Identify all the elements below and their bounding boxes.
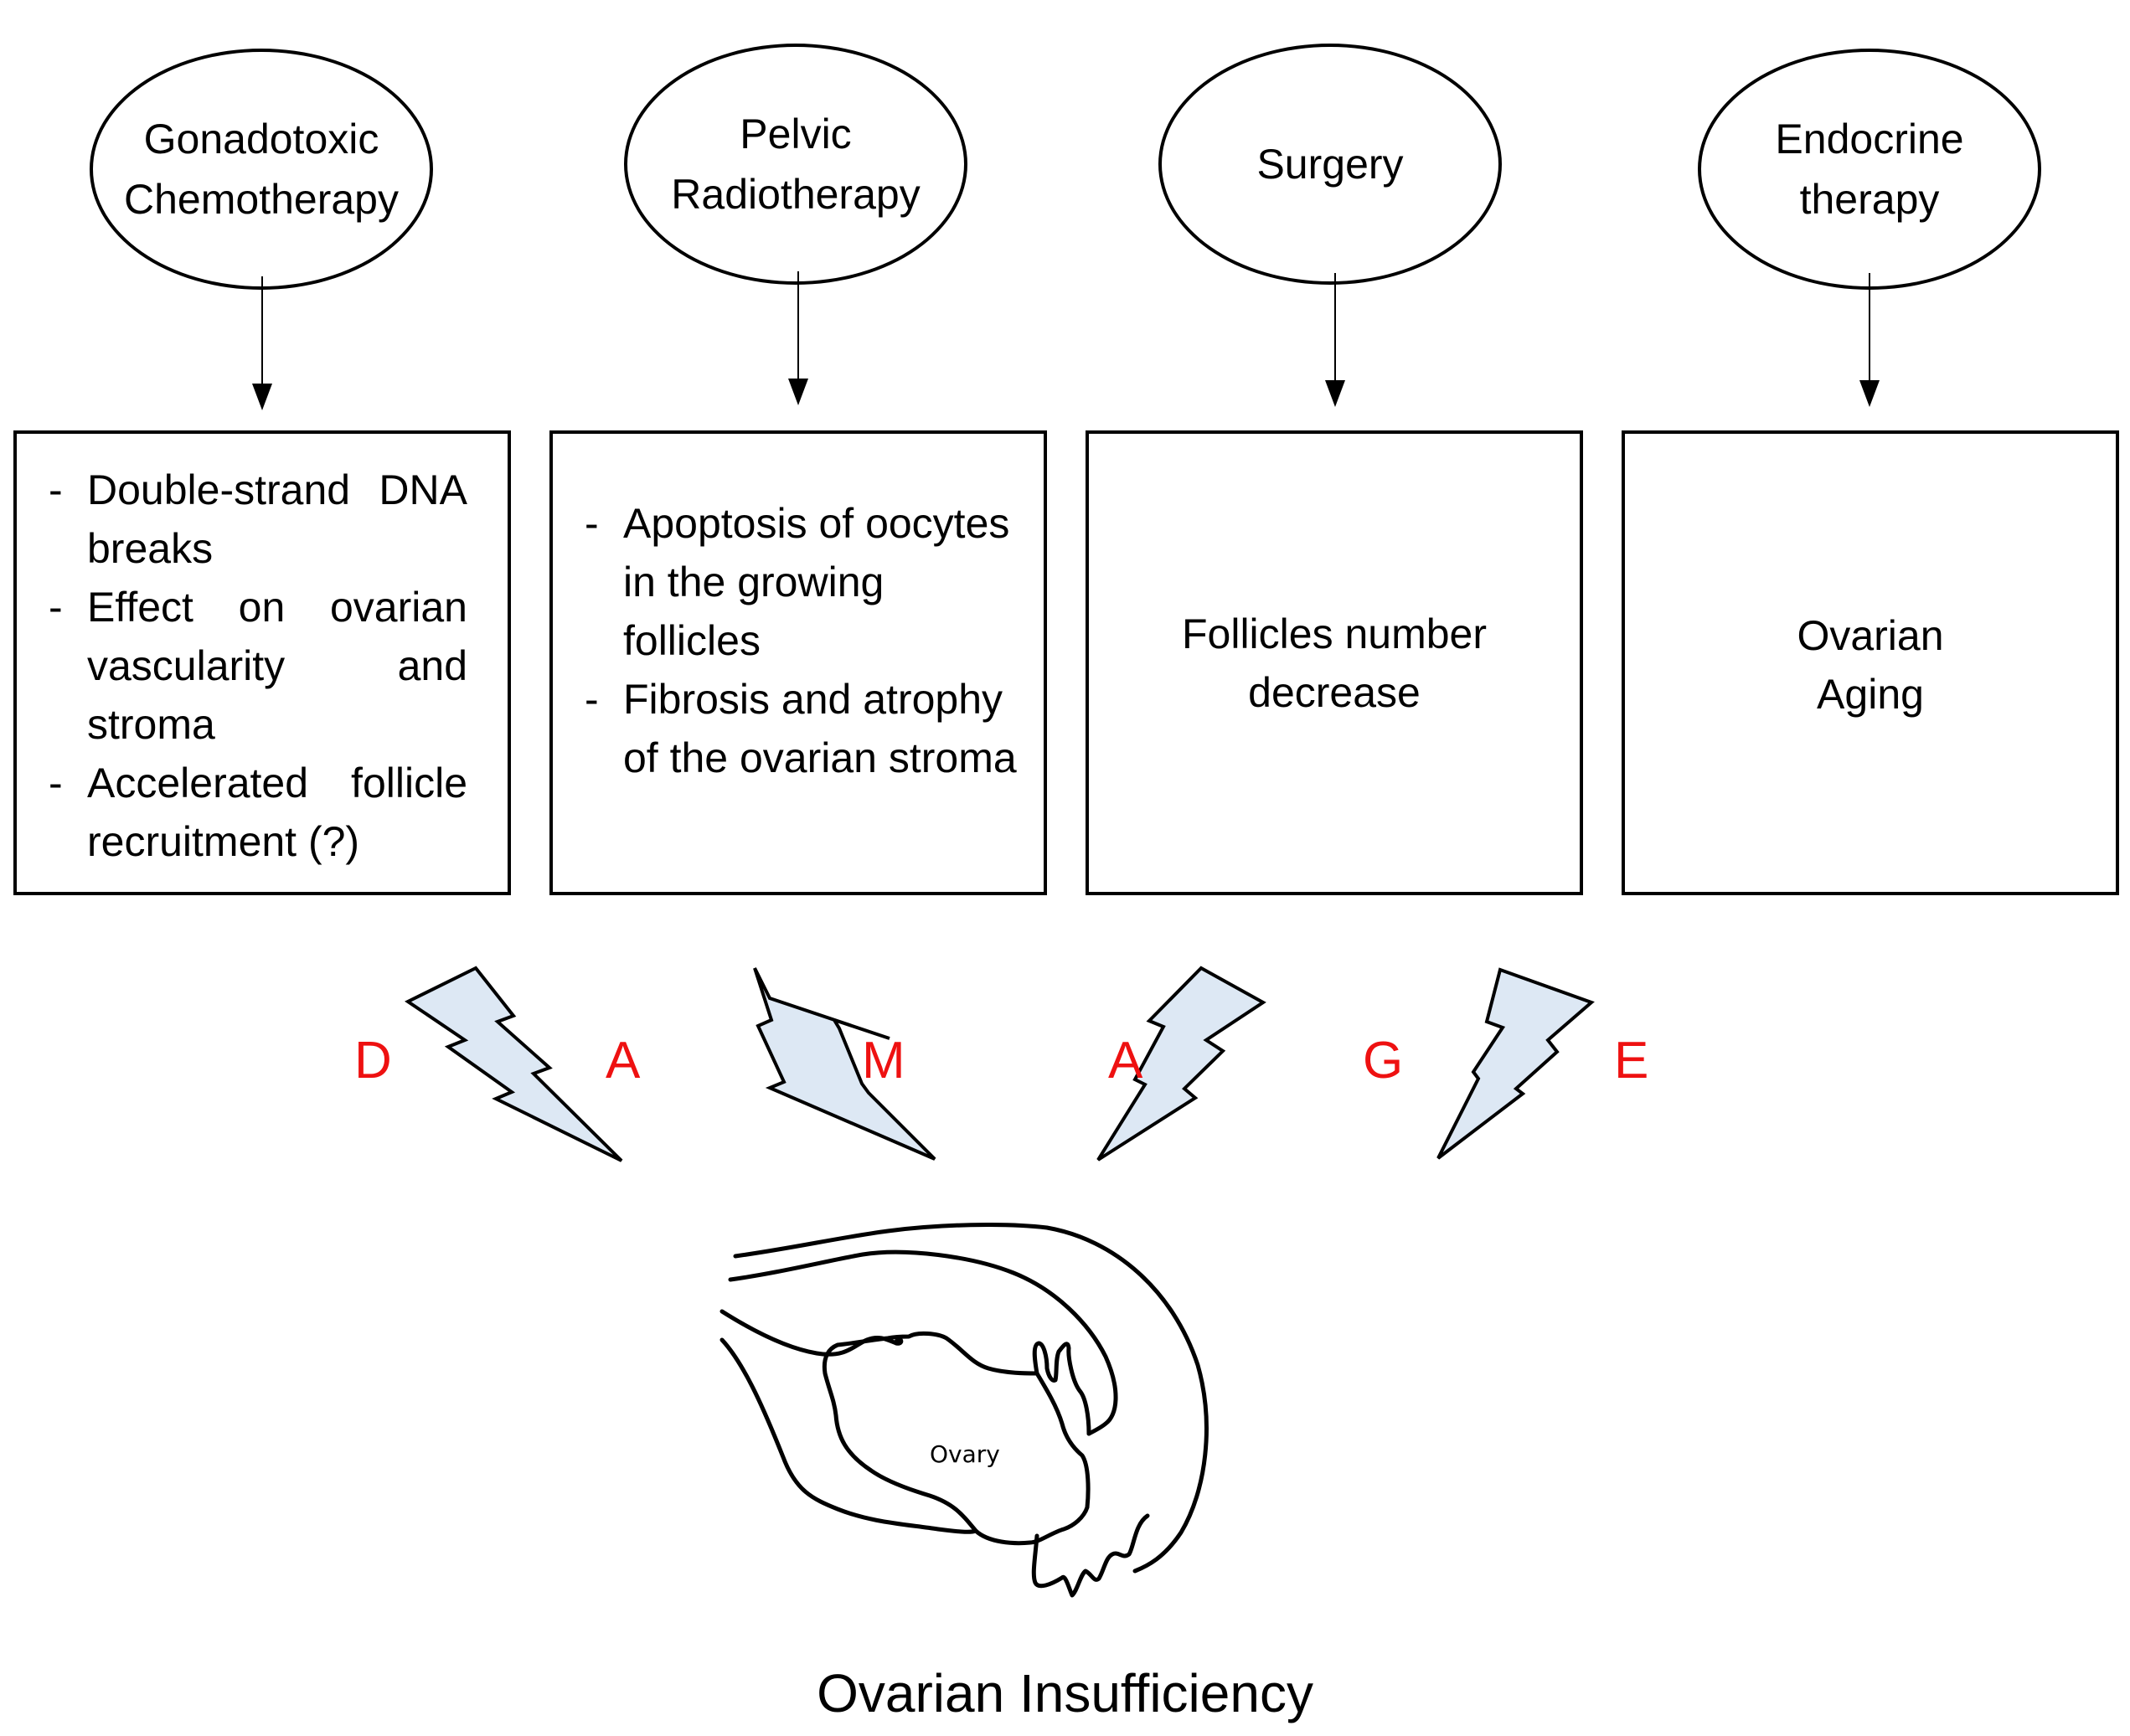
effect-text-line2: decrease (1248, 668, 1421, 716)
effect-bullet-list: Apoptosis of oocytes in the growing foll… (553, 434, 1044, 787)
effect-bullet: Effect on ovarian vascularity and stroma (17, 578, 467, 754)
lightning-bolt-icon (405, 966, 623, 1162)
cause-label-line1: Gonadotoxic (143, 116, 379, 162)
damage-letter: A (606, 1032, 641, 1090)
arrowhead-1 (252, 384, 272, 410)
effect-text-line1: Follicles number (1181, 610, 1487, 657)
fallopian-tube-inner (728, 1249, 1118, 1436)
arrow-shaft-3 (1334, 273, 1336, 382)
damage-letter: M (862, 1032, 905, 1090)
arrow-shaft-4 (1869, 273, 1870, 382)
ovary-outline (822, 1331, 1091, 1546)
lightning-bolt-icon (1096, 966, 1266, 1162)
effect-bullet: Apoptosis of oocytes in the growing foll… (553, 494, 1027, 670)
effect-bullet: Fibrosis and atrophy of the ovarian stro… (553, 670, 1027, 787)
cause-surgery: Surgery (1158, 44, 1502, 285)
ovary-illustration (719, 1223, 1209, 1598)
cause-label-line2: Radiotherapy (671, 171, 921, 218)
effect-bullet: Accelerated follicle recruitment (?) (17, 754, 467, 871)
cause-label-line1: Pelvic (740, 111, 852, 157)
lightning-bolt-icon (753, 967, 936, 1161)
fimbria (1032, 1341, 1091, 1436)
effect-box-surgery: Follicles number decrease (1086, 430, 1583, 895)
effect-bullet-list: Double-strand DNA breaks Effect on ovari… (17, 434, 508, 871)
damage-letter: D (354, 1032, 392, 1090)
damage-letter: E (1614, 1032, 1649, 1090)
arrowhead-4 (1859, 380, 1880, 407)
arrow-shaft-1 (261, 276, 263, 385)
ovary-label: Ovary (930, 1440, 1000, 1468)
cause-label-line1: Endocrine (1775, 116, 1964, 162)
arrow-shaft-2 (797, 271, 799, 380)
cause-label-line2: therapy (1799, 176, 1940, 223)
effect-text-line2: Aging (1817, 670, 1924, 718)
cause-label-line1: Surgery (1256, 141, 1404, 188)
arrowhead-3 (1325, 380, 1345, 407)
fallopian-tube-outer (733, 1223, 1209, 1574)
broad-ligament-lower (719, 1337, 978, 1534)
damage-letter: G (1363, 1032, 1404, 1090)
diagram-title: Ovarian Insufficiency (817, 1663, 1313, 1723)
lightning-bolt-icon (1436, 967, 1595, 1160)
effect-bullet: Double-strand DNA breaks (17, 461, 467, 578)
mesosalpinx-upper (719, 1309, 904, 1357)
cause-label-line2: Chemotherapy (124, 176, 399, 223)
uterus-fundus (1031, 1513, 1150, 1598)
effect-text-line1: Ovarian (1797, 611, 1944, 659)
effect-box-radiotherapy: Apoptosis of oocytes in the growing foll… (549, 430, 1047, 895)
effect-box-chemotherapy: Double-strand DNA breaks Effect on ovari… (13, 430, 511, 895)
arrowhead-2 (788, 379, 808, 405)
cause-endocrine-therapy: Endocrine therapy (1698, 49, 2041, 290)
damage-letter: A (1108, 1032, 1143, 1090)
